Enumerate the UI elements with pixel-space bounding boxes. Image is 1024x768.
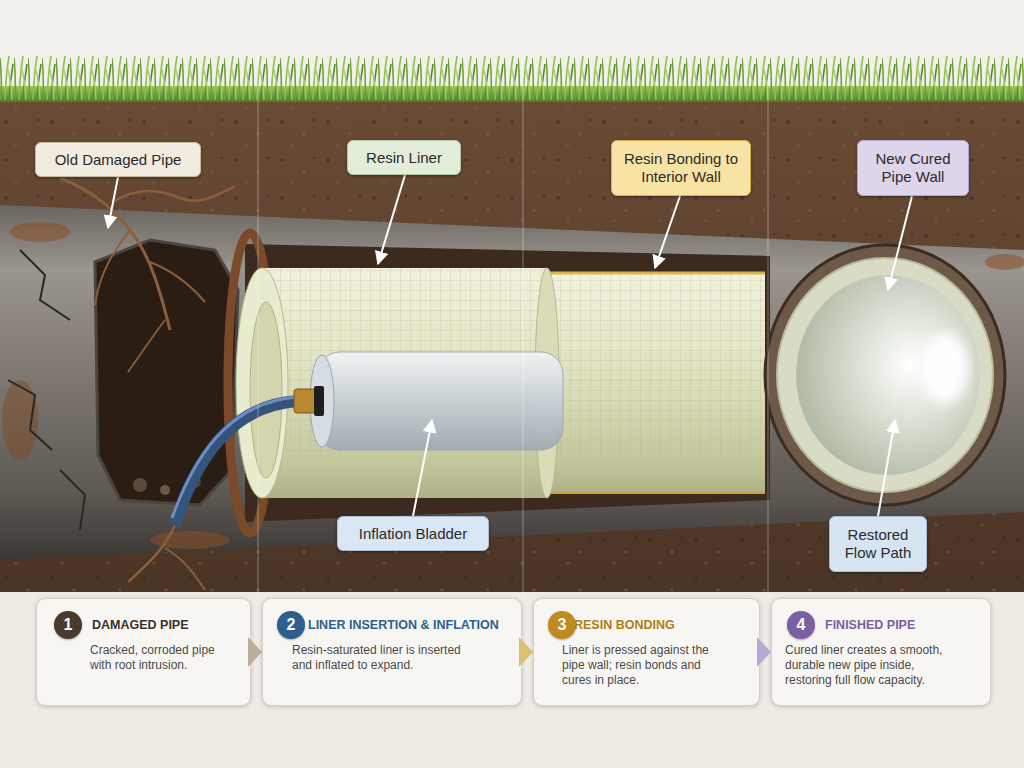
fitting-collar bbox=[314, 386, 324, 416]
pipe-interior bbox=[245, 244, 770, 522]
step-card: RESIN BONDING Liner is pressed against th… bbox=[533, 598, 760, 706]
pipe-crack bbox=[60, 470, 85, 530]
root bbox=[112, 186, 235, 202]
step-description: Cured liner creates a smooth, durable ne… bbox=[785, 643, 957, 688]
liner-mesh bbox=[530, 272, 765, 494]
cured-pipe-wall bbox=[777, 258, 993, 492]
liner-roll bbox=[236, 268, 288, 498]
step-description: Cracked, corroded pipe with root intrusi… bbox=[90, 643, 235, 673]
brass-fitting bbox=[294, 389, 316, 413]
leader-line bbox=[878, 420, 895, 516]
leader-line bbox=[655, 196, 680, 268]
callout-text: Old Damaged Pipe bbox=[55, 151, 182, 169]
callout-label: Old Damaged Pipe bbox=[35, 142, 201, 177]
leader-line bbox=[378, 175, 405, 264]
hose-highlight bbox=[172, 397, 298, 518]
step-number-badge: 1 bbox=[54, 611, 82, 639]
light-glow bbox=[921, 332, 969, 404]
step-connector bbox=[251, 651, 262, 653]
root bbox=[95, 230, 130, 305]
callout-text: Restored Flow Path bbox=[838, 526, 918, 562]
root bbox=[165, 548, 205, 590]
section-divider bbox=[258, 0, 259, 598]
rust-patch bbox=[985, 254, 1024, 270]
step-heading: DAMAGED PIPE bbox=[92, 617, 189, 633]
callout-text: New Cured Pipe Wall bbox=[866, 150, 960, 186]
step-number-badge: 3 bbox=[548, 611, 576, 639]
rubble bbox=[160, 485, 170, 495]
step-number: 2 bbox=[287, 616, 296, 634]
step-card: DAMAGED PIPE Cracked, corroded pipe with … bbox=[36, 598, 251, 706]
callout-label: Resin Liner bbox=[347, 140, 461, 175]
step-number: 4 bbox=[797, 616, 806, 634]
leader-line bbox=[108, 177, 118, 228]
step-connector bbox=[760, 651, 771, 653]
resin-bond-line bbox=[530, 492, 765, 494]
leader-line bbox=[413, 420, 432, 516]
grass-blades bbox=[0, 54, 1024, 100]
step-card: FINISHED PIPE Cured liner creates a smoot… bbox=[771, 598, 991, 706]
step-description: Resin-saturated liner is inserted and in… bbox=[292, 643, 484, 673]
step-heading: FINISHED PIPE bbox=[825, 617, 915, 633]
step-number: 1 bbox=[64, 616, 73, 634]
callout-text: Resin Liner bbox=[366, 149, 442, 167]
pipe-end bbox=[765, 245, 1005, 505]
soil bbox=[0, 92, 1024, 598]
step-number-badge: 4 bbox=[787, 611, 815, 639]
step-description: Liner is pressed against the pipe wall; … bbox=[562, 643, 722, 688]
root bbox=[150, 262, 205, 302]
pipe-crack bbox=[8, 380, 52, 450]
rust-patch bbox=[10, 222, 70, 242]
pipe-body bbox=[0, 205, 1024, 560]
cured-liner bbox=[530, 272, 765, 494]
root bbox=[128, 320, 165, 372]
resin-bond-line bbox=[530, 272, 765, 275]
bottom-panel bbox=[0, 592, 1024, 768]
section-divider bbox=[768, 0, 769, 598]
step-heading: RESIN BONDING bbox=[574, 617, 675, 633]
rust-patch bbox=[2, 380, 38, 460]
step-connector bbox=[522, 651, 533, 653]
callout-label: New Cured Pipe Wall bbox=[857, 140, 969, 196]
section-divider bbox=[523, 0, 524, 598]
step-card: LINER INSERTION & INFLATION Resin-saturat… bbox=[262, 598, 522, 706]
callout-label: Resin Bonding to Interior Wall bbox=[611, 140, 751, 196]
pipe-crack bbox=[20, 250, 70, 320]
callout-text: Resin Bonding to Interior Wall bbox=[620, 150, 742, 186]
step-heading: LINER INSERTION & INFLATION bbox=[308, 617, 499, 633]
inflation-bladder bbox=[318, 352, 563, 450]
step-number-badge: 2 bbox=[277, 611, 305, 639]
callout-text: Inflation Bladder bbox=[359, 525, 467, 543]
soil-texture bbox=[0, 92, 1024, 598]
callout-label: Inflation Bladder bbox=[337, 516, 489, 551]
root bbox=[128, 525, 175, 582]
step-number: 3 bbox=[558, 616, 567, 634]
callout-label: Restored Flow Path bbox=[829, 516, 927, 572]
pipe-hole bbox=[95, 240, 238, 505]
liner-roll bbox=[250, 302, 282, 478]
flow-path bbox=[796, 275, 980, 475]
rubble bbox=[133, 478, 147, 492]
leader-line bbox=[888, 196, 912, 290]
